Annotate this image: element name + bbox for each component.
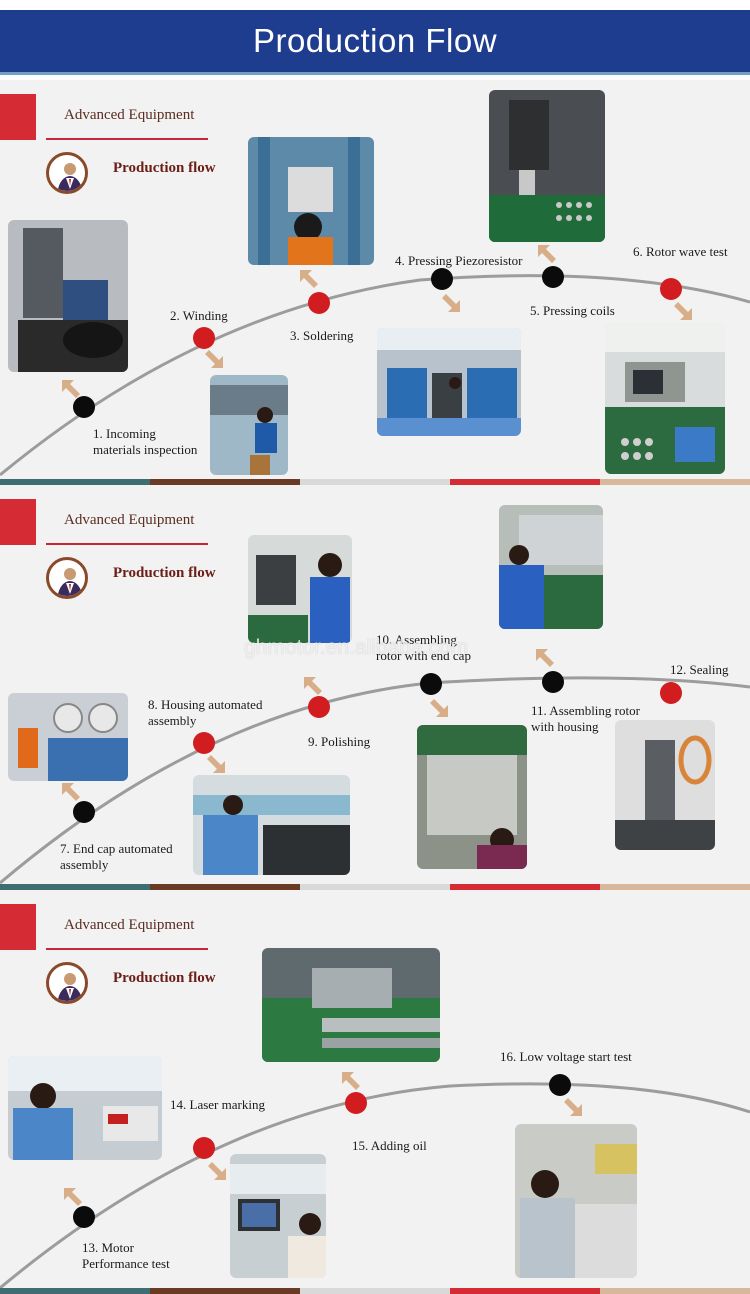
flow-dot [549,1074,571,1096]
section-heading: Advanced Equipment [64,512,195,528]
arrow-icon [430,699,448,717]
flow-dot [345,1092,367,1114]
red-accent-square [0,904,36,950]
photo-adding-oil [230,1154,326,1278]
page-title: Production Flow [252,22,498,59]
flow-dot [660,682,682,704]
photo-performance-test [8,1056,162,1160]
step-label: 6. Rotor wave test [633,244,728,259]
arrow-icon [564,1098,582,1116]
flow-curve [0,676,750,885]
arrow-icon [207,755,225,773]
color-strip [0,884,750,890]
worker-logo-icon [46,557,88,599]
flow-dot [308,292,330,314]
section-heading: Advanced Equipment [64,107,195,123]
photo-assembling-rotor-housing [499,505,603,629]
arrow-icon [538,245,556,263]
step-label: 12. Sealing [670,662,729,677]
color-strip [0,479,750,485]
photo-sealing [615,720,715,850]
flow-dot [431,268,453,290]
arrow-icon [304,677,322,695]
photo-low-voltage-start-test [515,1124,637,1278]
flow-dot [193,732,215,754]
header-bar: Production Flow [0,10,750,75]
flow-dot [73,801,95,823]
flow-dot [193,327,215,349]
flow-dot [73,1206,95,1228]
arrow-icon [300,270,318,288]
heading-underline [46,948,208,950]
section-heading: Advanced Equipment [64,917,195,933]
production-flow-label: Production flow [113,970,216,986]
flow-dot [193,1137,215,1159]
photo-soldering [248,137,374,265]
arrow-icon [208,1162,226,1180]
page-header: Production Flow [0,0,750,80]
photo-laser-marking [262,948,440,1062]
photo-pressing-coils [377,328,521,436]
step-label: 4. Pressing Piezoresistor [395,253,523,268]
watermark: ghmotor.en.alibaba.com [244,636,469,659]
step-label: 15. Adding oil [352,1138,427,1153]
arrow-icon [342,1072,360,1090]
heading-underline [46,543,208,545]
arrow-icon [205,350,223,368]
production-flow-label: Production flow [113,565,216,581]
heading-underline [46,138,208,140]
arrow-icon [62,380,80,398]
flow-dot [542,671,564,693]
worker-logo-icon [46,962,88,1004]
step-label: 5. Pressing coils [530,303,615,318]
step-label: 14. Laser marking [170,1097,265,1112]
photo-pressing-piezoresistor [489,90,605,242]
production-flow-label: Production flow [113,160,216,176]
flow-dot [308,696,330,718]
flow-section-3: Advanced Equipment Production flow 13. M… [0,890,750,1294]
arrow-icon [536,649,554,667]
flow-section-1: Advanced Equipment Production flow 1. In… [0,80,750,485]
photo-polishing [248,535,352,643]
step-label: 2. Winding [170,308,228,323]
arrow-icon [442,294,460,312]
flow-dot [73,396,95,418]
step-label: 3. Soldering [290,328,354,343]
red-accent-square [0,499,36,545]
photo-winding [210,375,288,475]
arrow-icon [64,1188,82,1206]
photo-assembling-rotor-end-cap [417,725,527,869]
step-label: 9. Polishing [308,734,371,749]
step-label: 16. Low voltage start test [500,1049,632,1064]
flow-curve [0,274,750,477]
worker-logo-icon [46,152,88,194]
photo-rotor-wave-test [605,322,725,474]
photo-end-cap-assembly [8,693,128,781]
arrow-icon [62,783,80,801]
photo-housing-assembly [193,775,350,875]
photo-incoming-inspection [8,220,128,372]
arrow-icon [674,302,692,320]
flow-dot [420,673,442,695]
flow-dot [660,278,682,300]
flow-section-2: Advanced Equipment Production flow 7. En… [0,485,750,890]
red-accent-square [0,94,36,140]
color-strip [0,1288,750,1294]
flow-curve [0,1082,750,1290]
flow-dot [542,266,564,288]
